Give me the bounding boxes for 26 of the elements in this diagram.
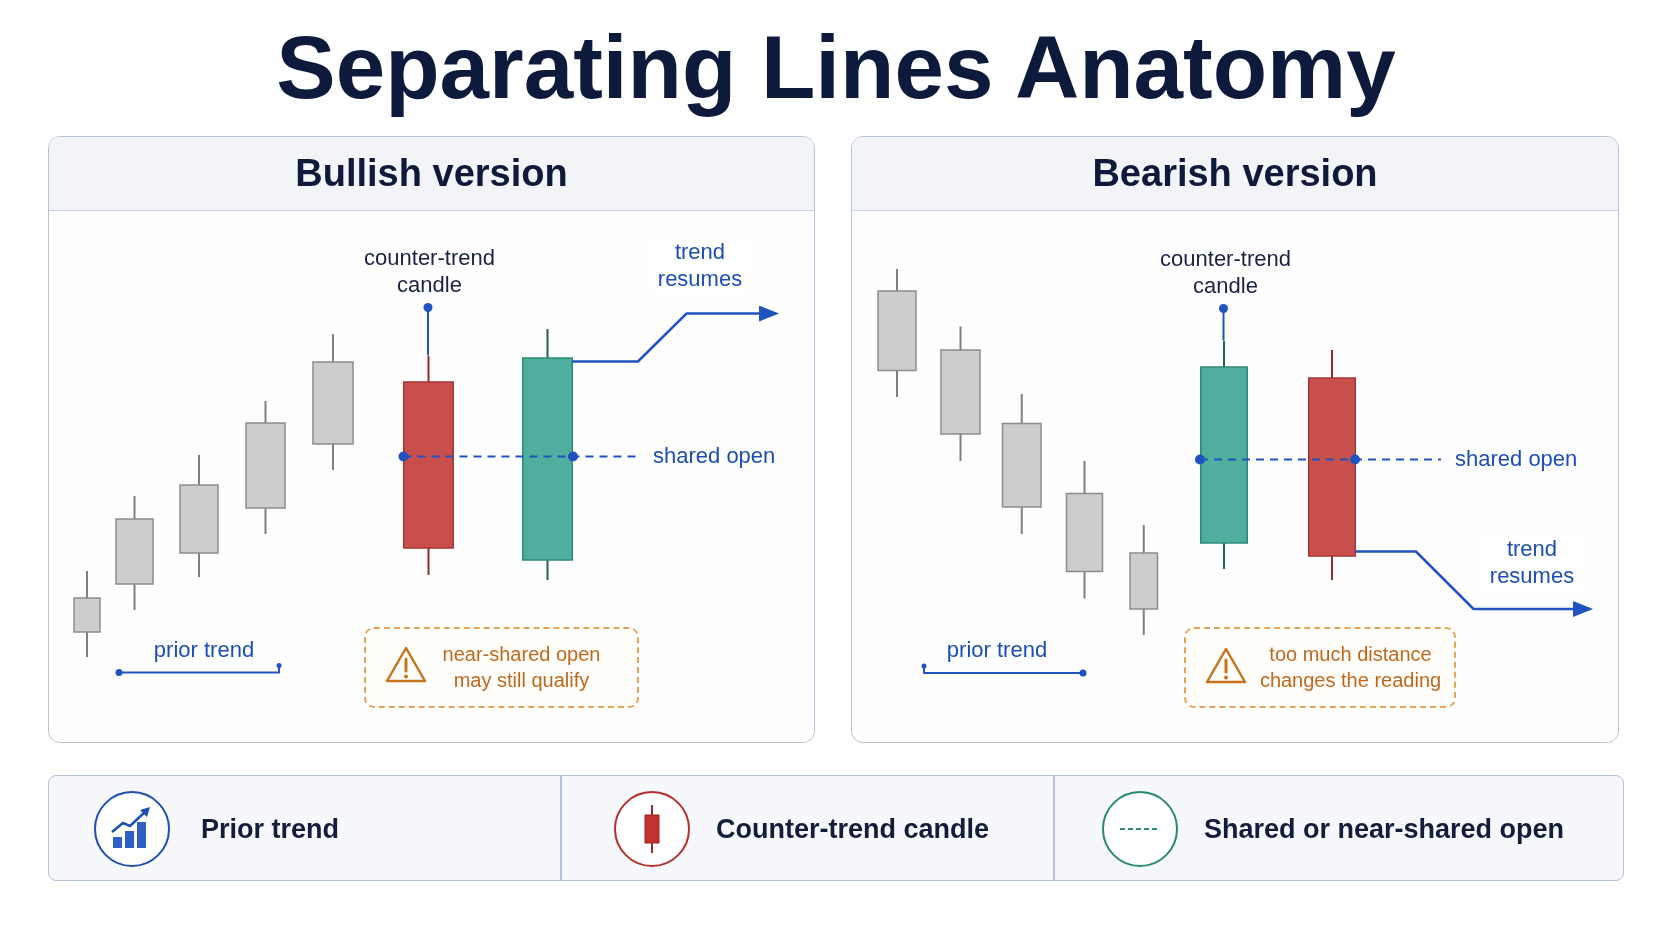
legend-text: Counter-trend candle xyxy=(716,813,990,846)
trend-arrow xyxy=(1355,550,1593,617)
leader-line xyxy=(1219,304,1228,342)
title: Separating Lines Anatomy xyxy=(275,17,1397,117)
trend-arrow xyxy=(572,305,779,363)
warning-note xyxy=(363,626,639,708)
candlestick xyxy=(1199,340,1248,569)
annotation-label: prior trend xyxy=(153,636,255,664)
panel xyxy=(851,136,1619,743)
note-text: too much distance changes the reading xyxy=(1258,642,1443,693)
candlestick xyxy=(402,355,454,575)
legend-text: Prior trend xyxy=(201,813,340,846)
panel xyxy=(48,136,815,743)
note-text: near-shared open may still qualify xyxy=(441,642,602,693)
annotation-label: shared open xyxy=(1455,445,1578,473)
legend-text: Shared or near-shared open xyxy=(1204,813,1565,846)
annotation-label: prior trend xyxy=(946,636,1048,664)
leader-line xyxy=(423,303,433,357)
warning-note xyxy=(1183,626,1456,708)
candlestick xyxy=(1307,349,1356,580)
callout-label: counter-trend candle xyxy=(349,243,510,308)
candlestick xyxy=(521,328,573,580)
callout-label: counter-trend candle xyxy=(1145,244,1306,309)
panel-heading: Bearish version xyxy=(1092,152,1378,195)
panel-heading: Bullish version xyxy=(295,152,568,195)
annotation-label: shared open xyxy=(653,442,776,470)
